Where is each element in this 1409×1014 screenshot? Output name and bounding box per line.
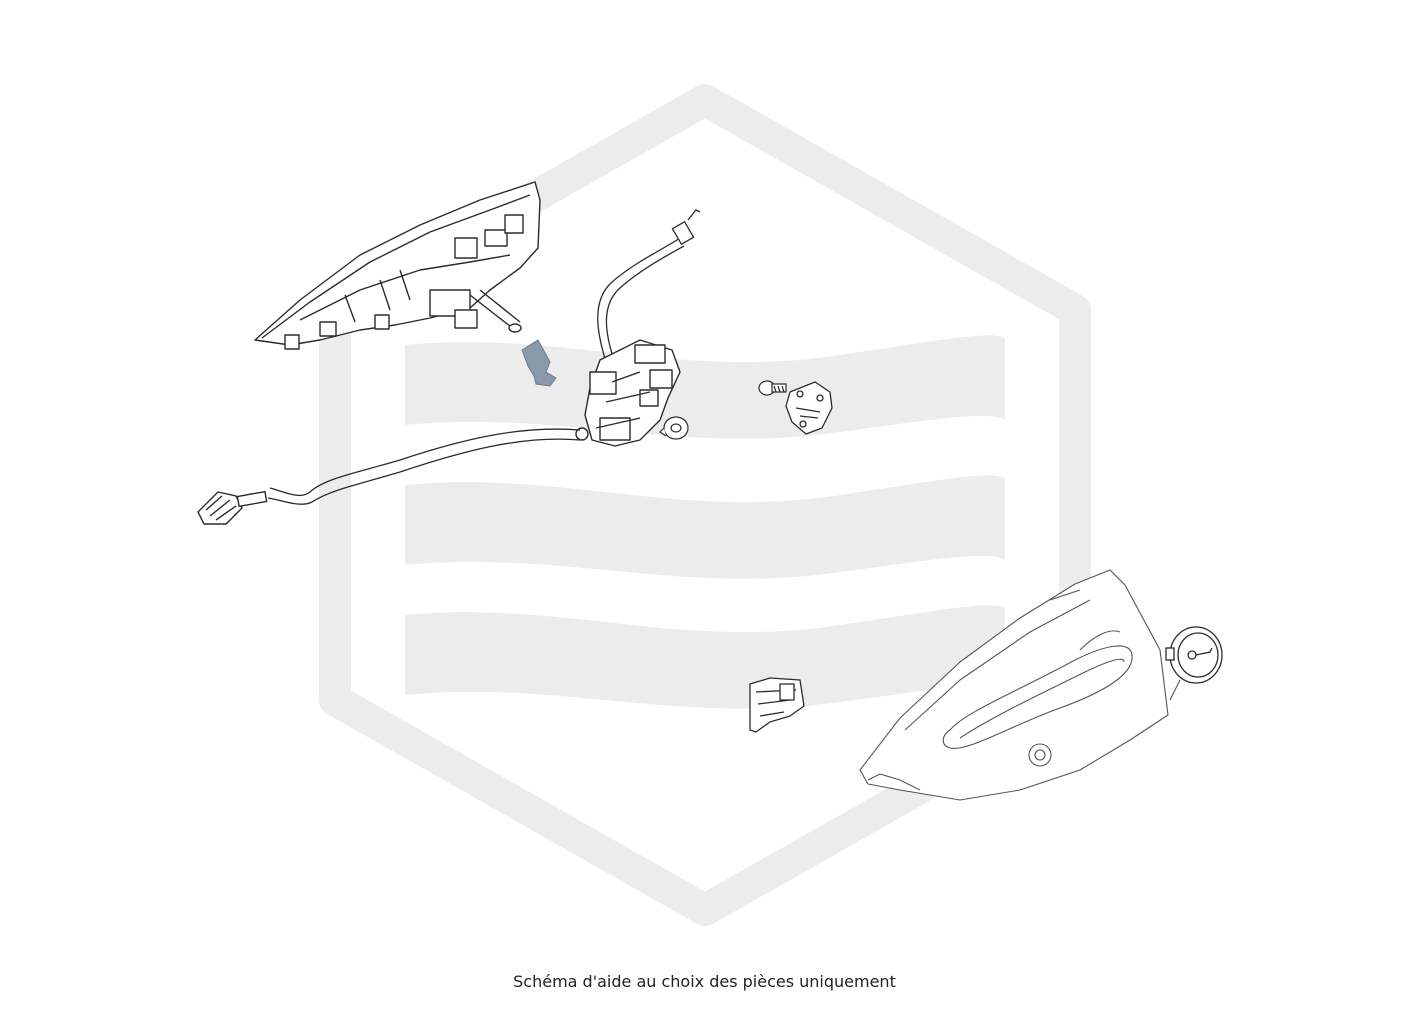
cable-end-connector[interactable] xyxy=(197,490,268,525)
fuel-filler-cap[interactable] xyxy=(1165,626,1223,684)
release-cable-upper[interactable] xyxy=(597,209,701,363)
door-striker-plate[interactable] xyxy=(785,381,833,435)
highlighted-push-pin[interactable] xyxy=(521,339,557,387)
release-cable-lower[interactable] xyxy=(267,428,581,505)
lock-bracket-clip[interactable] xyxy=(749,677,805,733)
striker-screw[interactable] xyxy=(758,380,787,396)
lock-mount-screw[interactable] xyxy=(659,416,689,440)
interior-handle-bezel[interactable] xyxy=(254,181,541,350)
watermark-wave-top xyxy=(405,335,1005,439)
watermark-wave-bottom xyxy=(405,605,1005,709)
exterior-door-handle[interactable] xyxy=(859,569,1181,801)
door-lock-actuator[interactable] xyxy=(575,339,681,447)
watermark-wave-middle xyxy=(405,475,1005,579)
diagram-caption: Schéma d'aide au choix des pièces unique… xyxy=(513,972,896,991)
